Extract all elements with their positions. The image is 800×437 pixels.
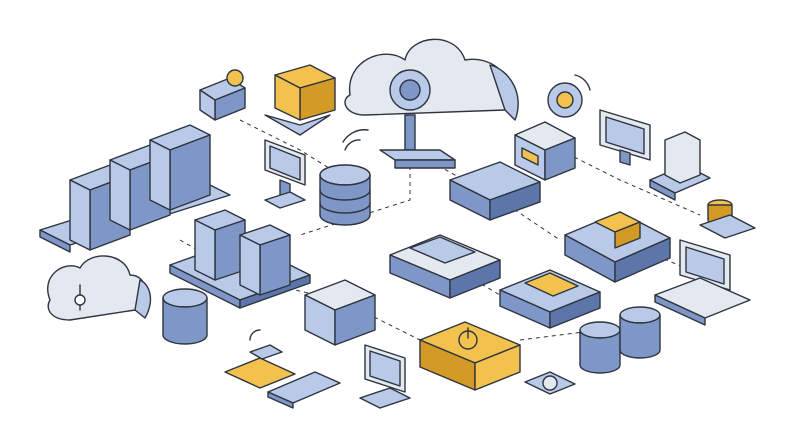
- monitor-icon: [264, 139, 306, 209]
- database-icon: [319, 164, 371, 226]
- power-button-icon: [419, 321, 521, 391]
- cpu-chip-icon: [264, 64, 336, 136]
- server-rack-icon: [304, 279, 376, 346]
- monitor-icon: [599, 109, 651, 166]
- monitor-icon: [359, 344, 411, 409]
- security-camera-icon: [199, 69, 246, 121]
- cloud-icon: [47, 255, 152, 321]
- database-icon: [579, 306, 661, 374]
- router-icon: [499, 269, 601, 329]
- cloud-icon: [344, 38, 519, 169]
- wifi-signal-icon: [342, 129, 369, 151]
- printer-icon: [649, 131, 711, 201]
- network-switch-icon: [564, 211, 671, 283]
- ssd-drive-icon: [514, 121, 576, 181]
- keyboard-icon: [267, 371, 341, 409]
- server-rack-icon: [169, 209, 311, 309]
- network-switch-icon: [449, 161, 541, 221]
- speaker-icon: [547, 74, 591, 118]
- laptop-icon: [654, 239, 751, 326]
- database-icon: [162, 288, 208, 345]
- server-rack-icon: [39, 124, 231, 253]
- router-icon: [389, 234, 501, 299]
- wifi-signal-icon: [224, 329, 296, 389]
- ssd-drive-icon: [699, 199, 756, 239]
- speaker-icon: [524, 371, 576, 395]
